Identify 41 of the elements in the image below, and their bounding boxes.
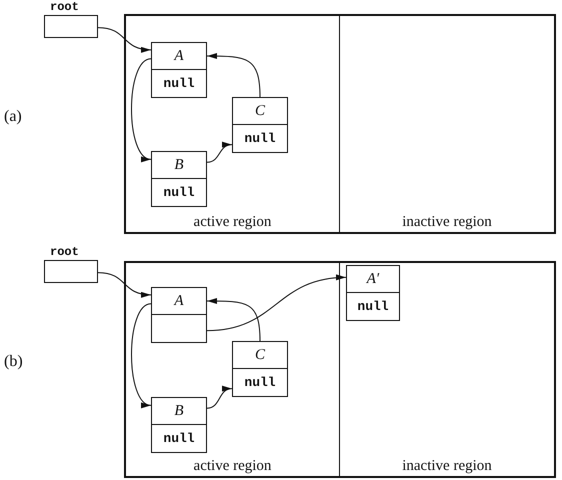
record-box — [151, 42, 207, 98]
pointer-value: null — [243, 130, 277, 148]
region-label: inactive region — [402, 457, 492, 475]
pointer-arrow — [206, 386, 232, 409]
pointer-arrow — [98, 27, 152, 52]
panel-label: (b) — [4, 352, 23, 372]
variable-name: root — [50, 1, 79, 14]
pointer-arrow — [98, 272, 152, 298]
pointer-value: null — [162, 184, 196, 202]
region-label: active region — [194, 213, 272, 231]
region-label: active region — [194, 457, 272, 475]
record-box — [232, 97, 288, 153]
record-box — [151, 397, 207, 453]
record-name: B — [152, 152, 206, 179]
record-name: A — [152, 288, 206, 315]
pointer-arrow — [131, 58, 152, 160]
record-name: A — [152, 43, 206, 70]
pointer-arrow — [206, 142, 232, 163]
pointer-value: null — [162, 75, 196, 93]
heap-region — [340, 261, 556, 478]
heap-region — [124, 14, 340, 234]
record-name: A′ — [347, 266, 399, 293]
region-label: inactive region — [402, 213, 492, 231]
variable-name: root — [50, 246, 79, 259]
pointer-value: null — [162, 430, 196, 448]
record-name: C — [233, 342, 287, 369]
record-name: C — [233, 98, 287, 125]
record-box — [232, 341, 288, 397]
pointer-arrow — [206, 298, 260, 342]
record-box — [151, 151, 207, 207]
pointer-value: null — [243, 374, 277, 392]
pointer-arrow — [131, 303, 152, 406]
record-name: B — [152, 398, 206, 425]
record-box — [346, 265, 400, 321]
record-box — [151, 287, 207, 343]
heap-region — [340, 14, 556, 234]
pointer-arrow — [206, 53, 260, 98]
pointer-arrow — [206, 274, 346, 332]
pointer-value: null — [356, 298, 390, 316]
heap-region — [124, 261, 340, 478]
panel-label: (a) — [4, 107, 22, 127]
